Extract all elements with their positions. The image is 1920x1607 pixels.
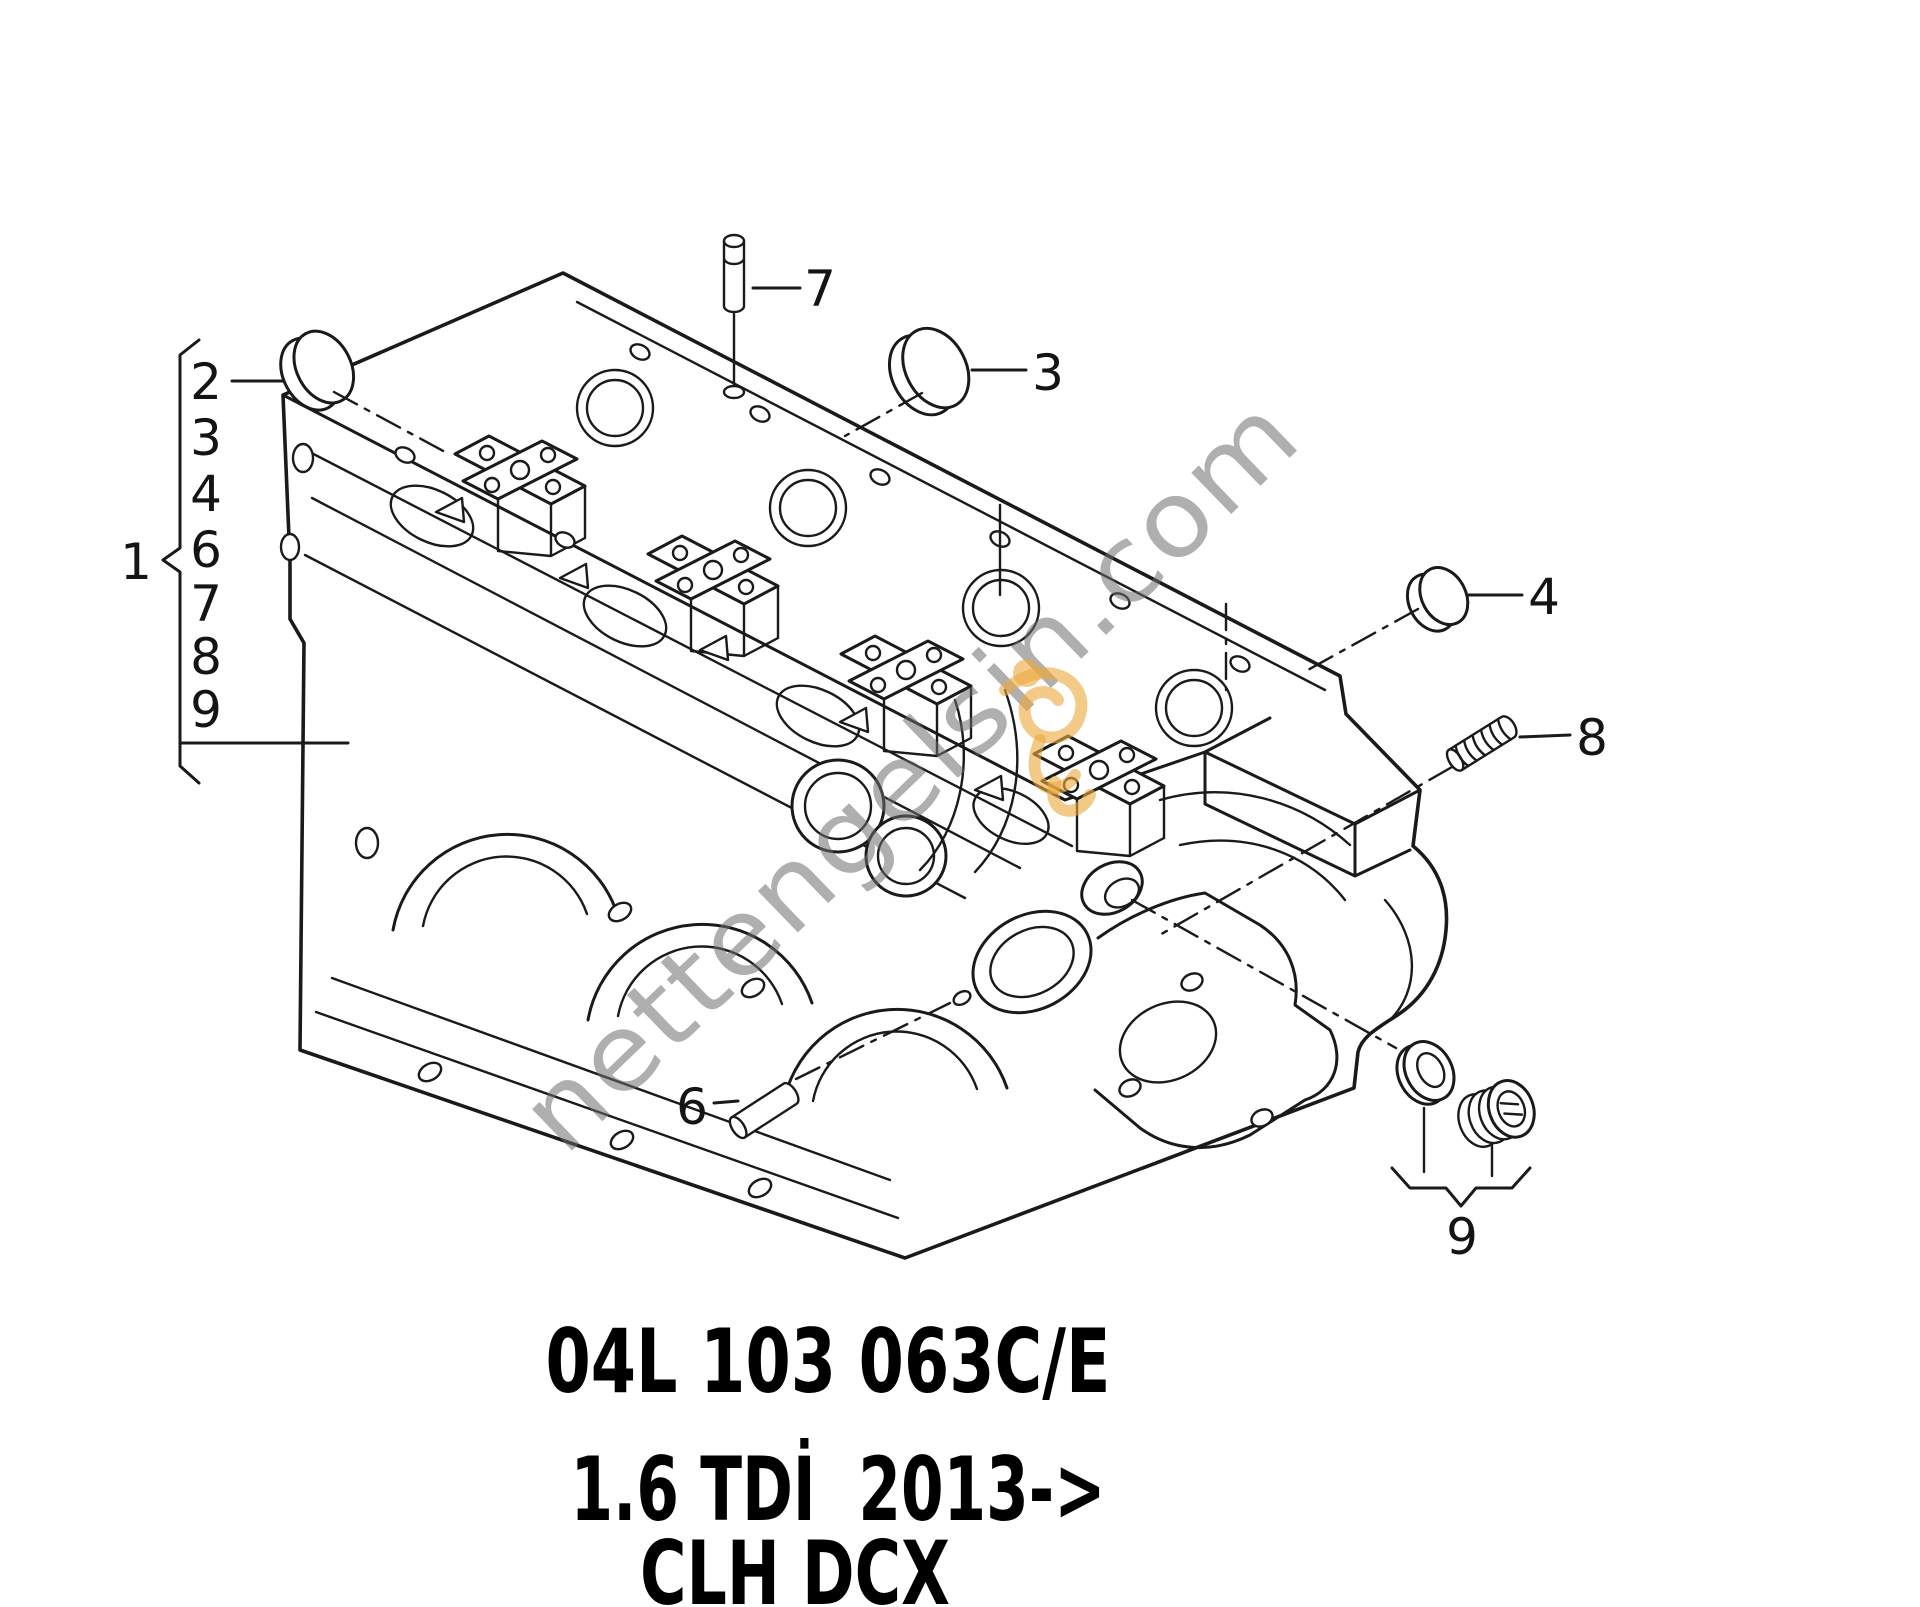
cylinder-head-body — [279, 271, 1449, 1260]
callout-2-group — [230, 329, 449, 455]
engine-codes-text: CLH DCX — [640, 1522, 950, 1607]
callout-9-brace — [1390, 1166, 1532, 1208]
callout-9: 9 — [1446, 1208, 1478, 1266]
leader-line-8 — [1156, 765, 1454, 938]
callout-8-line — [1518, 733, 1572, 739]
leader-line-3 — [843, 391, 924, 438]
camshaft-bores — [575, 368, 1234, 748]
legend-bracket-group: 1 2 3 4 6 7 8 9 — [120, 338, 350, 785]
callout-4-group: 4 — [1224, 566, 1560, 692]
watermark-logo-icon — [999, 667, 1096, 817]
right-end-details — [918, 688, 1414, 1150]
leader-line-6 — [794, 1001, 952, 1081]
callout-6-line — [712, 1099, 740, 1105]
legend-item-3: 3 — [190, 409, 222, 467]
front-face-details — [279, 442, 1074, 1220]
callout-1: 1 — [120, 533, 152, 591]
footer: 04L 103 063C/E 1.6 TDİ 2013-> CLH DCX — [546, 1310, 1111, 1607]
legend-item-6: 6 — [190, 521, 222, 579]
leader-line-9 — [1130, 898, 1398, 1050]
legend-item-8: 8 — [190, 628, 222, 686]
callout-8-group: 8 — [1156, 709, 1608, 938]
legend-item-7: 7 — [190, 575, 222, 633]
part-number-text: 04L 103 063C/E — [546, 1310, 1111, 1413]
dowel-6 — [728, 1081, 800, 1140]
core-plug-4 — [1405, 566, 1470, 633]
core-plug-2 — [279, 329, 356, 412]
callout-4: 4 — [1528, 568, 1560, 626]
bolt-holes — [394, 343, 1251, 673]
legend-item-2: 2 — [190, 353, 222, 411]
spring-chamber-arches — [391, 832, 1009, 1107]
callout-6-group: 6 — [676, 1001, 952, 1140]
callout-6: 6 — [676, 1078, 708, 1136]
callout-7-group: 7 — [722, 233, 836, 400]
engine-text: 1.6 TDİ 2013-> — [571, 1438, 1106, 1541]
seal-washer-9 — [1395, 1040, 1456, 1106]
core-plug-3 — [888, 326, 971, 417]
leader-line-2 — [332, 390, 449, 455]
cam-bore-bosses — [790, 758, 948, 898]
watermark-logo-dot — [1013, 659, 1041, 687]
callout-3: 3 — [1032, 344, 1064, 402]
leader-line-4 — [1304, 607, 1420, 673]
pin-7 — [722, 233, 746, 314]
callout-9-group: 9 — [1130, 898, 1536, 1266]
screw-plug-9 — [1457, 1079, 1536, 1149]
legend-item-4: 4 — [190, 465, 222, 523]
stud-8 — [1445, 715, 1518, 772]
callout-3-group: 3 — [843, 326, 1064, 438]
legend-bracket — [161, 338, 201, 785]
callout-7: 7 — [804, 260, 836, 318]
callout-8: 8 — [1576, 709, 1608, 767]
legend-item-9: 9 — [190, 681, 222, 739]
